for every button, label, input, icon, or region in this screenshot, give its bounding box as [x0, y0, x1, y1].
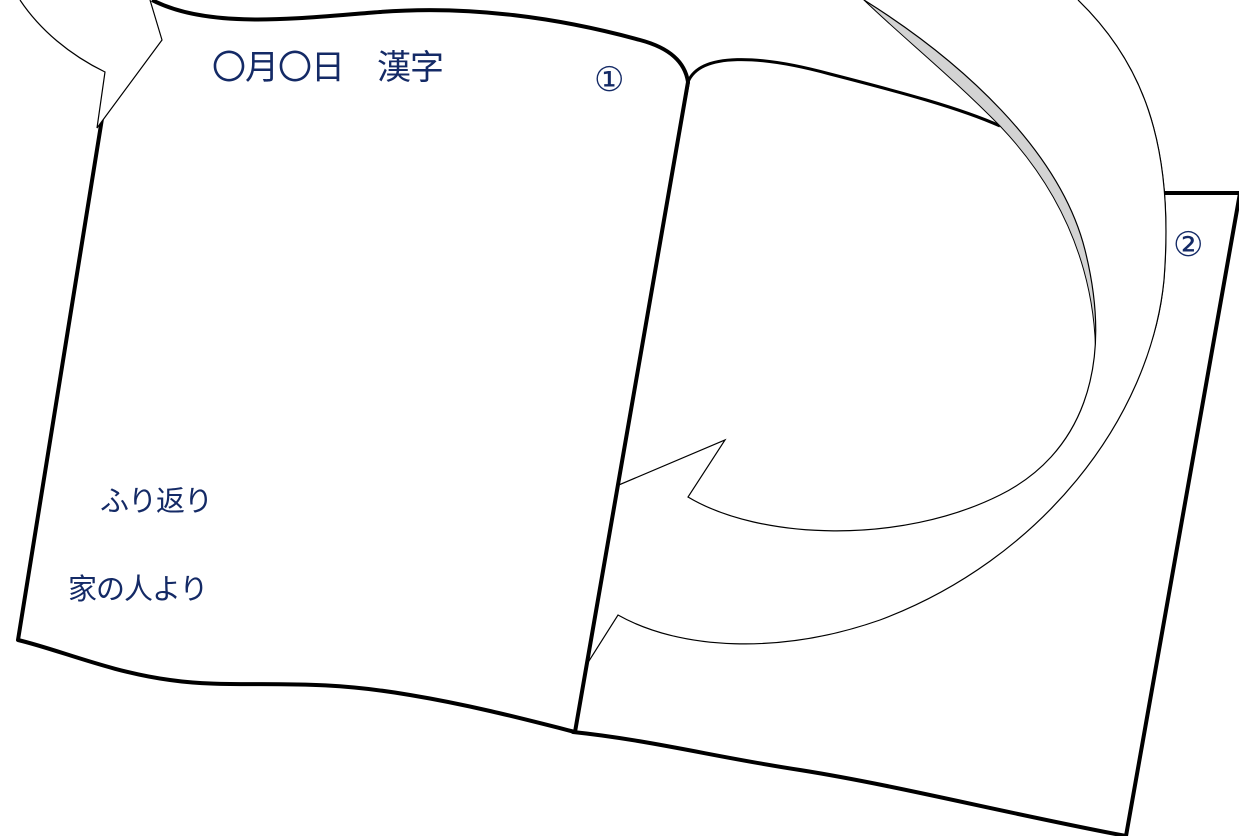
diagram-title: 〇月〇日 漢字 — [212, 48, 444, 88]
family-comment-label: 家の人より — [68, 572, 208, 606]
right-page-top-edge — [686, 58, 1001, 128]
page-marker-2: ② — [1173, 225, 1204, 265]
reflection-label: ふり返り — [100, 484, 213, 518]
small-arrow — [19, 0, 163, 129]
left-page — [16, 0, 690, 734]
right-page — [571, 81, 1239, 836]
page-marker-1: ① — [594, 60, 625, 100]
